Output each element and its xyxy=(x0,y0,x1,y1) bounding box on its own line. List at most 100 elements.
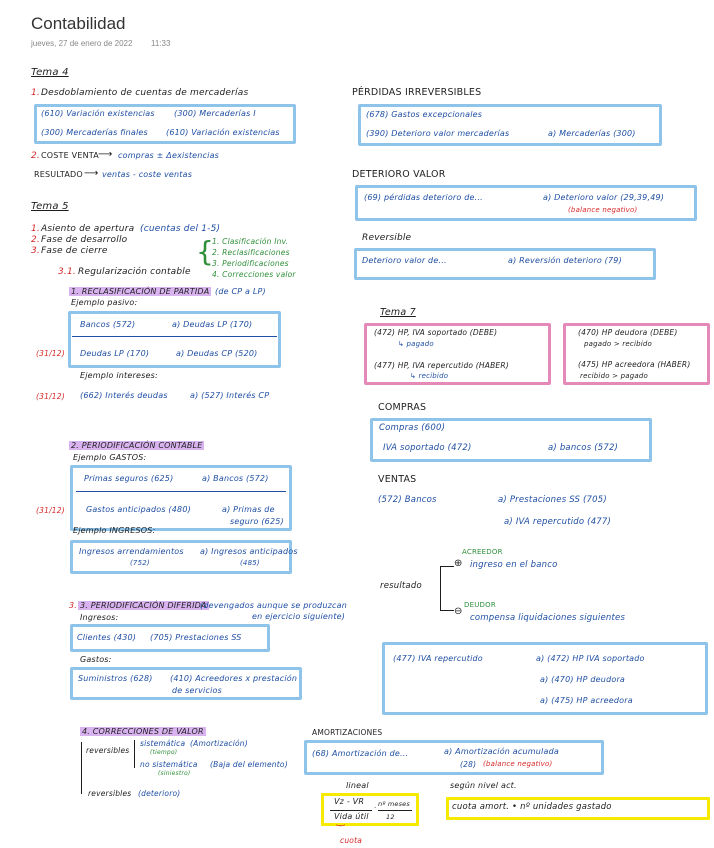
separator-line xyxy=(76,491,286,492)
t5-item2: Fase de desarrollo xyxy=(41,235,128,245)
amortizacion-code: (28) xyxy=(460,760,477,769)
gastos-label: Gastos: xyxy=(80,655,112,664)
ventas-row1-debit: (572) Bancos xyxy=(378,495,437,505)
box3-row1-debit: Primas seguros (625) xyxy=(84,474,174,483)
box4-credit: a) Ingresos anticipados xyxy=(200,547,298,556)
reclasificacion-title: 1. RECLASIFICACIÓN DE PARTIDA xyxy=(69,287,212,296)
brace-icon: { xyxy=(196,235,214,268)
perdidas-row2-credit: a) Mercaderías (300) xyxy=(548,129,636,138)
box2-row1-credit: a) Deudas LP (170) xyxy=(172,320,253,329)
separator-line xyxy=(72,336,277,337)
fraction-line xyxy=(378,810,412,811)
reg-list-item: 1. Clasificación Inv. xyxy=(212,237,289,246)
liquidacion-row1-credit: a) (472) HP IVA soportado xyxy=(536,654,645,663)
box3-row2-credit-cont: seguro (625) xyxy=(230,517,284,526)
t5-31-title: Regularización contable xyxy=(78,267,191,277)
box4-debit-code: (752) xyxy=(130,559,150,567)
page-title: Contabilidad xyxy=(31,14,126,33)
entry-box-deterioro xyxy=(355,185,697,221)
reg-list-item: 3. Periodificaciones xyxy=(212,259,289,268)
reclasificacion-label: 1. RECLASIFICACIÓN DE PARTIDA xyxy=(69,287,212,296)
reversible-debit: Deterioro valor de... xyxy=(362,256,447,265)
reversible-credit: a) Reversión deterioro (79) xyxy=(508,256,622,265)
t5-item1-number: 1. xyxy=(31,224,40,234)
coste-venta-label: COSTE VENTA xyxy=(41,151,99,160)
entry-box-liquidacion-iva xyxy=(382,642,708,715)
box2-row2-debit: Deudas LP (170) xyxy=(80,349,150,358)
recibido-text: recibido xyxy=(418,372,449,380)
pagado-note: ↳ pagado xyxy=(398,340,434,348)
formula-denominator: Vida útil xyxy=(334,812,369,821)
formula-numerator: Vz - VR xyxy=(334,797,365,806)
hp-deudora-label: (470) HP deudora (DEBE) xyxy=(578,328,678,337)
formula-months: nº meses xyxy=(378,800,410,808)
coste-venta-value: compras ± Δexistencias xyxy=(118,151,220,160)
deudor-text: compensa liquidaciones siguientes xyxy=(470,613,626,623)
t5-item2-number: 2. xyxy=(31,235,40,245)
balance-negativo-note: (balance negativo) xyxy=(483,760,553,768)
compras-row2-credit: a) bancos (572) xyxy=(548,443,619,453)
reversibles-label: reversibles xyxy=(86,746,130,755)
brace-bottom-icon: ︸ xyxy=(336,825,346,835)
periodificacion-title: 2. PERIODIFICACIÓN CONTABLE xyxy=(69,441,205,450)
date-note: (31/12) xyxy=(36,506,65,515)
box4-debit: Ingresos arrendamientos xyxy=(79,547,184,556)
box3-row1-credit: a) Bancos (572) xyxy=(202,474,269,483)
balance-negativo-note: (balance negativo) xyxy=(568,206,638,214)
hp-deudora-note: pagado > recibido xyxy=(584,340,652,348)
cuota-label: cuota xyxy=(340,836,363,845)
box1-row2-credit: (610) Variación existencias xyxy=(166,128,280,137)
ingresos-label: Ingresos: xyxy=(80,613,119,622)
bracket-line xyxy=(134,740,135,768)
tema5-heading: Tema 5 xyxy=(31,201,69,212)
box1-row2-debit: (300) Mercaderías finales xyxy=(41,128,148,137)
box4-credit-code: (485) xyxy=(240,559,260,567)
t5-item3-number: 3. xyxy=(31,246,40,256)
reclasificacion-note: (de CP a LP) xyxy=(215,287,266,296)
box6-debit: Suministros (628) xyxy=(78,674,153,683)
entry-box-perdidas xyxy=(358,104,662,146)
acreedor-text: ingreso en el banco xyxy=(470,560,558,570)
iva-box-soportado-repercutido xyxy=(364,323,551,385)
entry-box-mercaderias xyxy=(34,104,296,144)
box1-row1-credit: (300) Mercaderías I xyxy=(174,109,256,118)
deterioro-credit: a) Deterioro valor (29,39,49) xyxy=(543,193,665,202)
amortizacion-debit: (68) Amortización de... xyxy=(312,749,409,758)
no-sistematica-label: no sistemática xyxy=(140,760,198,769)
perdidas-heading: PÉRDIDAS IRREVERSIBLES xyxy=(352,87,482,98)
page-date: jueves, 27 de enero de 2022 xyxy=(31,39,133,48)
lineal-label: lineal xyxy=(346,781,369,790)
deterioro-debit: (69) pérdidas deterioro de... xyxy=(364,193,483,202)
box5-credit: (705) Prestaciones SS xyxy=(150,633,242,642)
page-time: 11:33 xyxy=(151,39,171,48)
hp-acreedora-note: recibido > pagado xyxy=(580,372,648,380)
hp-acreedora-label: (475) HP acreedora (HABER) xyxy=(578,360,691,369)
diferida-label: 3. PERIODIFICACIÓN DIFERIDA xyxy=(78,601,209,610)
bracket-line xyxy=(81,742,82,794)
box6-credit: (410) Acreedores x prestación xyxy=(170,674,298,683)
t5-item1-note: (cuentas del 1-5) xyxy=(140,224,221,234)
diferida-note1: (devengados aunque se produzcan xyxy=(200,601,347,610)
bracket-line xyxy=(440,566,441,610)
ejemplo-gastos-label: Ejemplo GASTOS: xyxy=(73,453,147,462)
intereses-debit: (662) Interés deudas xyxy=(80,391,168,400)
section2-number: 2. xyxy=(31,151,40,161)
box1-row1-debit: (610) Variación existencias xyxy=(41,109,155,118)
tema4-heading: Tema 4 xyxy=(31,67,69,78)
irreversibles-note: (deterioro) xyxy=(138,789,181,798)
arrow-icon: ⟶ xyxy=(98,149,113,160)
deudor-label: DEUDOR xyxy=(464,601,496,609)
date-note: (31/12) xyxy=(36,392,65,401)
reversible-heading: Reversible xyxy=(362,233,412,243)
diferida-number: 3. xyxy=(69,601,78,610)
entry-box-compras xyxy=(370,418,652,462)
formula-box-actividad xyxy=(446,797,710,820)
tema7-heading: Tema 7 xyxy=(380,307,416,318)
ejemplo-ingresos-label: Ejemplo INGRESOS: xyxy=(73,526,156,535)
liquidacion-row3-credit: a) (475) HP acreedora xyxy=(540,696,633,705)
formula-twelve: 12 xyxy=(386,813,395,821)
entry-box-diferida-gastos xyxy=(70,667,302,700)
ventas-row2-credit: a) IVA repercutido (477) xyxy=(504,517,612,527)
t5-31-number: 3.1. xyxy=(58,267,76,277)
amortizaciones-heading: AMORTIZACIONES xyxy=(312,728,383,737)
